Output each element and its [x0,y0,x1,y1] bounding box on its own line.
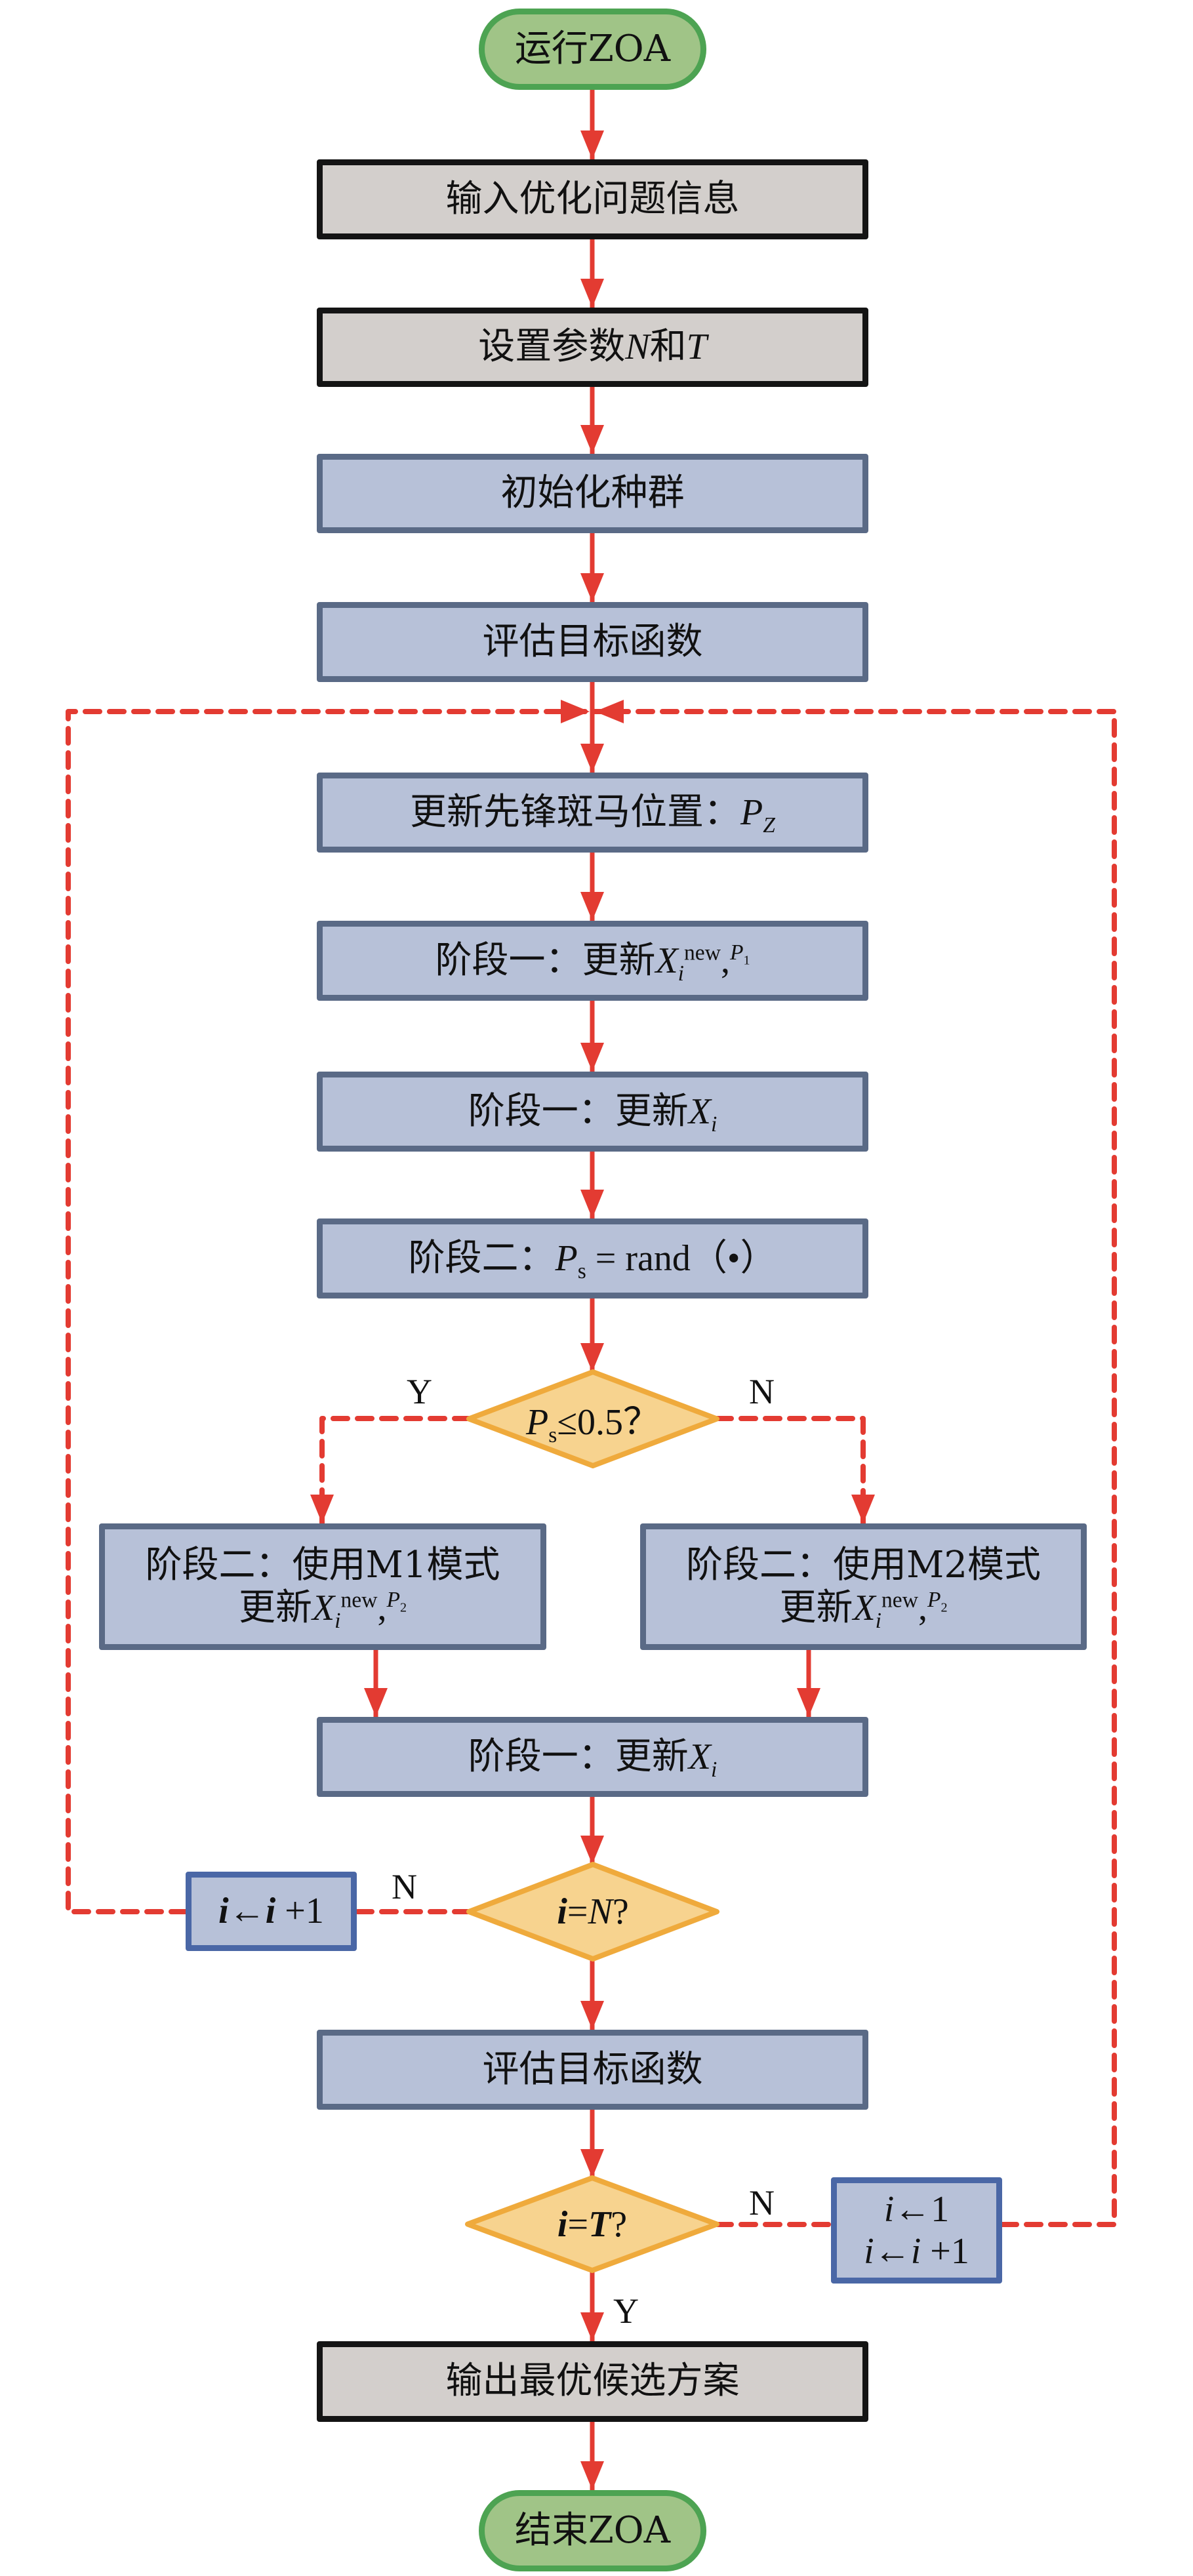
edge-phase1update-phase2rand-arrowhead [580,1190,604,1218]
edge-output-end-arrowhead [580,2461,604,2490]
edge-loop-left-arrowhead [561,700,590,723]
pioneer-text: 更新先锋斑马位置：PZ [410,790,775,837]
phase2-rand-text: 阶段二：Ps = rand（•） [408,1236,777,1283]
eval2-text: 评估目标函数 [482,2047,703,2091]
output-text: 输出最优候选方案 [445,2360,740,2403]
phase1-new-box: 阶段一：更新Xinew,P1 [317,921,868,1001]
start-text: 运行ZOA [514,27,671,70]
edge-loop-right-arrowhead [595,700,624,723]
decision-ps-diamond [466,1369,719,1468]
edge-m1-phase1update2-arrowhead [364,1688,388,1717]
reset-line2: i←i +1 [864,2231,969,2272]
m2-mode-box: 阶段二：使用M2模式 更新Xinew,P2 [640,1523,1087,1650]
edge-loop-left [66,709,592,1914]
param-n: N [625,327,650,368]
increment-i-text: i←i +1 [218,1891,324,1932]
init-text: 初始化种群 [500,472,685,515]
edge-input-params-arrowhead [580,279,604,308]
start-terminal: 运行ZOA [479,9,706,90]
params-text: 设置参数N和T [478,325,707,369]
edge-ps-no-m2-arrowhead [851,1495,875,1523]
phase1-update2-text: 阶段一：更新Xi [468,1735,718,1782]
decision-t-text: i=T? [557,2204,628,2245]
edge-phase1update2-decisionN-arrowhead [580,1836,604,1864]
params-box: 设置参数N和T [317,308,868,387]
param-t: T [686,327,707,368]
label-t-no: N [749,2183,775,2223]
input-text: 输入优化问题信息 [445,177,740,220]
output-box: 输出最优候选方案 [317,2341,868,2422]
end-terminal: 结束ZOA [479,2490,706,2571]
label-ps-no: N [749,1372,775,1411]
decisions-layer [465,1369,719,2273]
update-pioneer-box: 更新先锋斑马位置：PZ [317,773,868,853]
phase1-update-box-2: 阶段一：更新Xi [317,1717,868,1797]
phase1-update-text: 阶段一：更新Xi [468,1089,718,1137]
edge-junction-pioneer-arrowhead [580,744,604,773]
m2-line2: 更新Xinew,P2 [779,1586,948,1633]
edge-loop-right [592,709,1117,2227]
phase2-rand-box: 阶段二：Ps = rand（•） [317,1218,868,1298]
edge-ps-yes-m1-arrowhead [310,1495,334,1523]
end-text: 结束ZOA [514,2508,671,2552]
edge-pioneer-phase1new-arrowhead [580,892,604,921]
edge-init-eval1-arrowhead [580,573,604,602]
increment-i-box: i←i +1 [186,1872,357,1951]
edges-layer [66,90,1117,2490]
eval1-text: 评估目标函数 [482,620,703,663]
init-population-box: 初始化种群 [317,454,868,533]
label-t-yes: Y [613,2291,639,2331]
decision-ps-text: Ps≤0.5？ [525,1402,660,1448]
input-box: 输入优化问题信息 [317,159,868,239]
edge-ps-no-m2 [714,1416,866,1526]
decision-t-diamond [465,2175,719,2273]
edge-decisionN-eval2-arrowhead [580,2001,604,2030]
reset-increment-box: i←1 i←i +1 [831,2177,1002,2284]
reset-line1: i←1 [883,2188,950,2230]
m2-line1: 阶段二：使用M2模式 [686,1544,1041,1587]
edge-t-yes-output-arrowhead [580,2312,604,2341]
m1-mode-box: 阶段二：使用M1模式 更新Xinew,P2 [99,1523,546,1650]
label-n-no: N [392,1867,417,1906]
evaluate-objective-box-2: 评估目标函数 [317,2030,868,2110]
edge-m2-phase1update2-arrowhead [797,1688,820,1717]
edge-phase2rand-decision-arrowhead [580,1343,604,1372]
edge-params-init-arrowhead [580,425,604,454]
edge-phase1new-phase1update-arrowhead [580,1043,604,1072]
edge-start-input-arrowhead [580,131,604,159]
m1-line1: 阶段二：使用M1模式 [145,1544,500,1587]
label-ps-yes: Y [407,1372,432,1411]
m1-line2: 更新Xinew,P2 [238,1586,407,1633]
decision-n-text: i=N? [557,1891,629,1932]
edge-ps-yes-m1 [319,1416,472,1526]
phase1-update-box: 阶段一：更新Xi [317,1072,868,1152]
decision-n-diamond [466,1862,719,1962]
edge-eval2-decisionT-arrowhead [580,2149,604,2178]
phase1-new-text: 阶段一：更新Xinew,P1 [435,938,750,986]
evaluate-objective-box-1: 评估目标函数 [317,602,868,682]
